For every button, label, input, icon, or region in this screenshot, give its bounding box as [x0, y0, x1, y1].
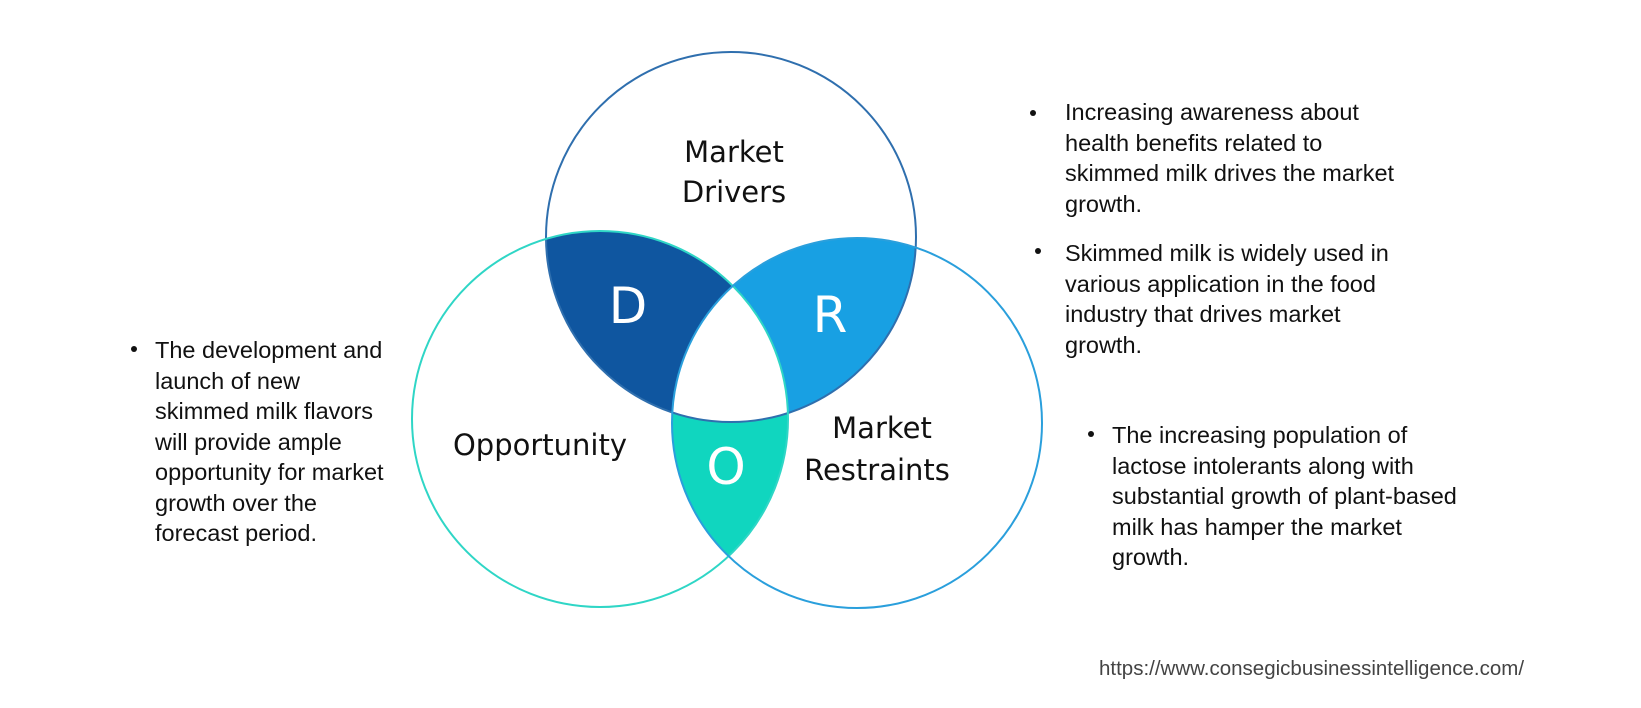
market-restraints-circle	[671, 237, 1043, 609]
overlap-letter-d: D	[609, 277, 648, 335]
bullet-icon	[1088, 431, 1094, 437]
opportunity-bullet-list: The development and launch of new skimme…	[131, 335, 395, 549]
bullet-icon	[1030, 110, 1036, 116]
opportunity-circle	[411, 230, 789, 608]
opportunity-label: Opportunity	[453, 428, 627, 462]
market-drivers-label-line1: Market	[684, 135, 784, 169]
market-drivers-label-line2: Drivers	[682, 175, 786, 209]
restraints-bullet-list: The increasing population of lactose int…	[1088, 420, 1482, 573]
opportunity-bullet-text: The development and launch of new skimme…	[155, 337, 384, 546]
restraint-bullet-item: The increasing population of lactose int…	[1088, 420, 1482, 573]
source-url-link[interactable]: https://www.consegicbusinessintelligence…	[1099, 657, 1525, 680]
driver-bullet-text: Increasing awareness about health benefi…	[1065, 99, 1395, 217]
restraint-bullet-text: The increasing population of lactose int…	[1112, 422, 1457, 570]
overlap-letter-r: R	[813, 286, 848, 344]
market-drivers-circle	[545, 51, 917, 423]
drivers-bullet-list: Increasing awareness about health benefi…	[1030, 97, 1405, 360]
driver-bullet-item: Increasing awareness about health benefi…	[1030, 97, 1405, 219]
market-restraints-label-line2: Restraints	[804, 453, 950, 487]
bullet-icon	[131, 346, 137, 352]
overlap-letter-o: O	[706, 438, 745, 496]
driver-bullet-text: Skimmed milk is widely used in various a…	[1065, 240, 1389, 358]
driver-bullet-item: Skimmed milk is widely used in various a…	[1035, 238, 1405, 360]
opportunity-bullet-item: The development and launch of new skimme…	[131, 335, 395, 549]
market-restraints-label-line1: Market	[832, 411, 932, 445]
bullet-icon	[1035, 248, 1041, 254]
